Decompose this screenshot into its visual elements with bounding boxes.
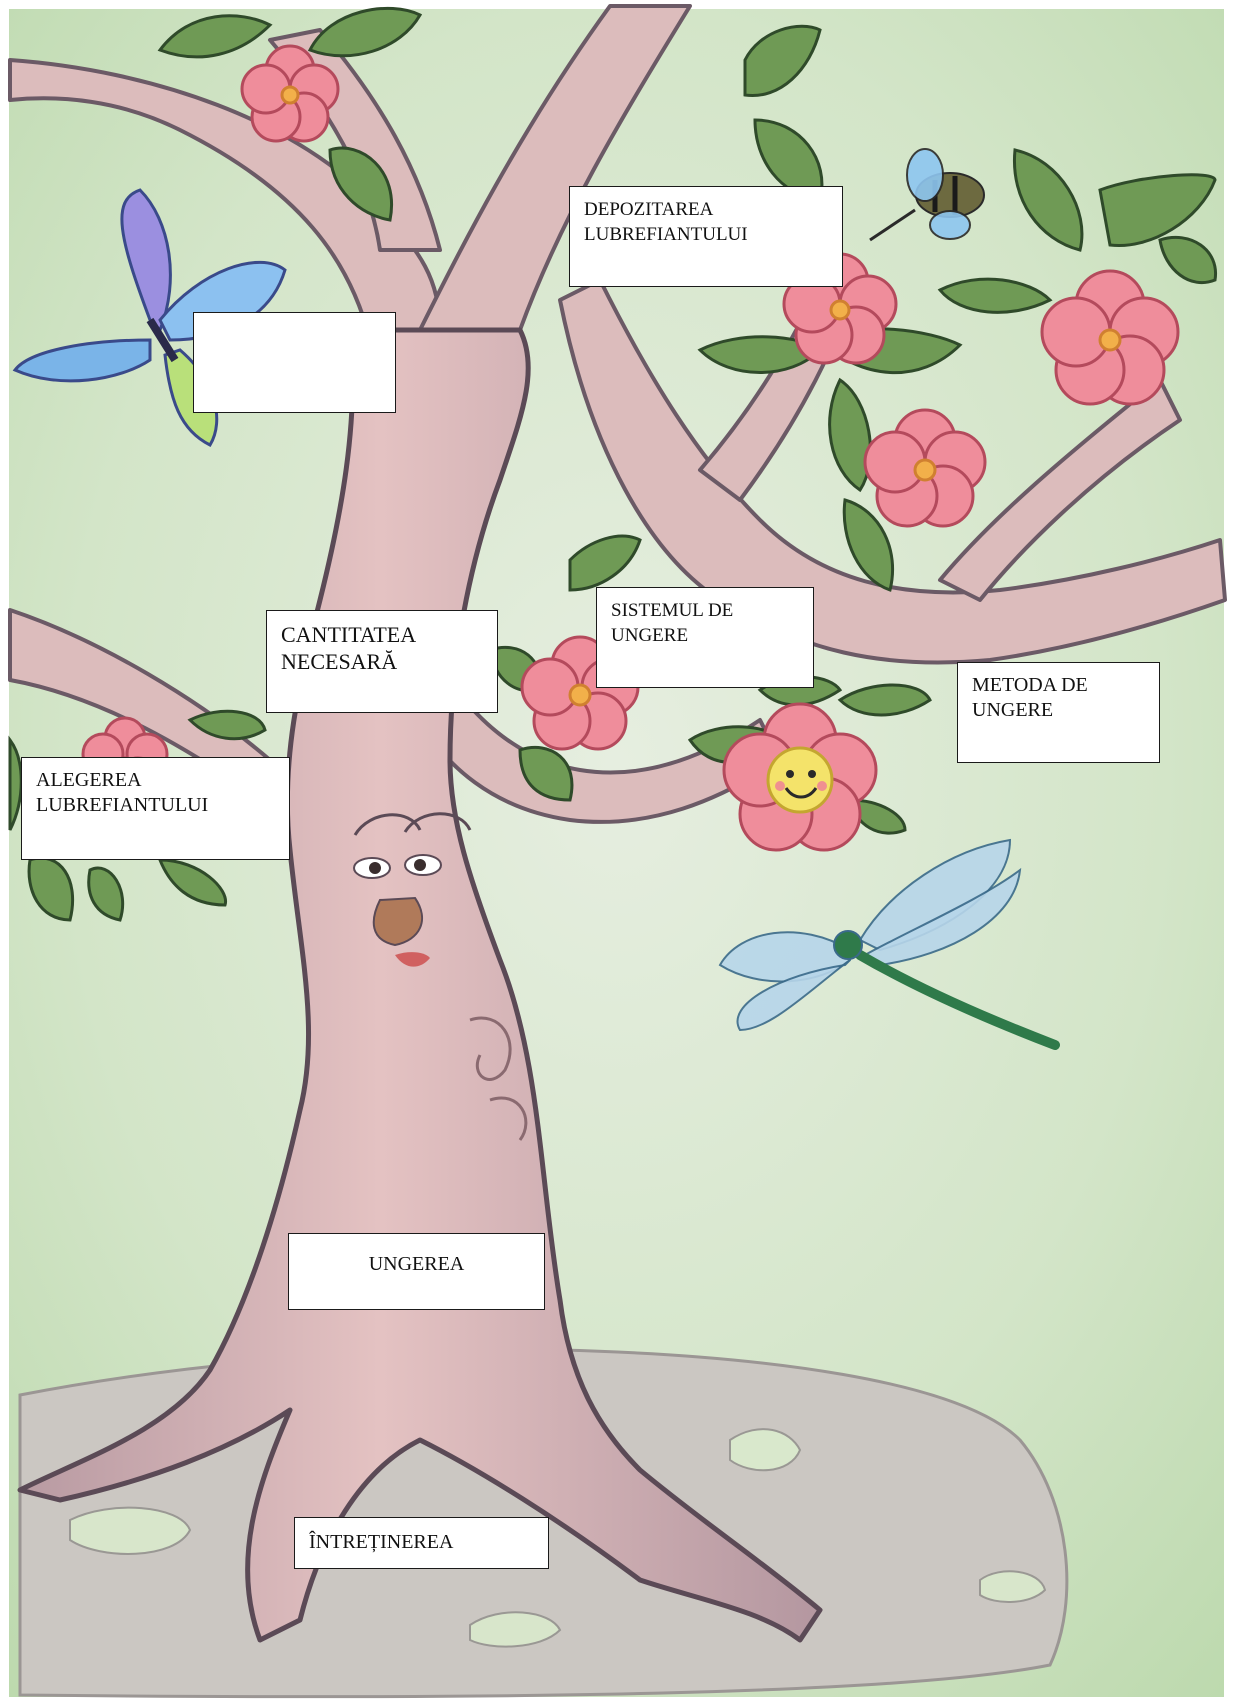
label-line: NECESARĂ <box>281 648 483 675</box>
label-line: SISTEMUL DE <box>611 598 799 623</box>
label-line: METODA DE <box>972 673 1145 698</box>
label-line: LUBREFIANTULUI <box>36 793 275 818</box>
label-line: LUBREFIANTULUI <box>584 222 828 247</box>
label-box-alegerea-lubrefiantului: ALEGEREA LUBREFIANTULUI <box>21 757 290 860</box>
label-box-depozitarea-lubrefiantului: DEPOZITAREA LUBREFIANTULUI <box>569 186 843 287</box>
label-box-empty <box>193 312 396 413</box>
label-box-sistemul-de-ungere: SISTEMUL DE UNGERE <box>596 587 814 688</box>
label-box-cantitatea-necesara: CANTITATEA NECESARĂ <box>266 610 498 713</box>
label-line: ALEGEREA <box>36 768 275 793</box>
label-box-metoda-de-ungere: METODA DE UNGERE <box>957 662 1160 763</box>
label-box-ungerea: UNGEREA <box>288 1233 545 1310</box>
label-line: UNGERE <box>611 623 799 648</box>
label-line: DEPOZITAREA <box>584 197 828 222</box>
label-line: ÎNTREȚINEREA <box>309 1530 534 1555</box>
label-line: CANTITATEA <box>281 621 483 648</box>
label-line: UNGEREA <box>303 1252 530 1277</box>
label-box-intretinerea: ÎNTREȚINEREA <box>294 1517 549 1569</box>
label-line: UNGERE <box>972 698 1145 723</box>
